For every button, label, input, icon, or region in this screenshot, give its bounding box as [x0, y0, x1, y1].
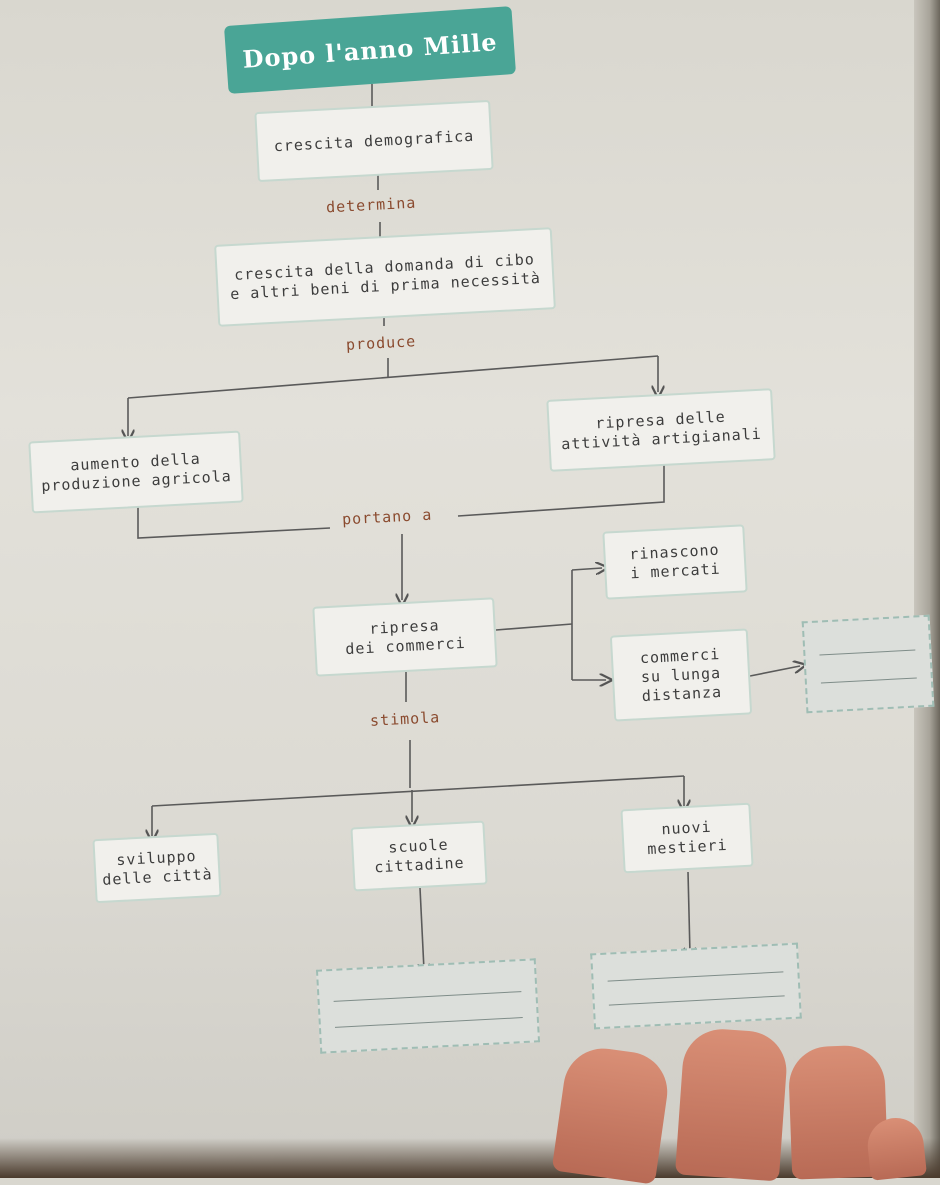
arrow-scuole-blank: [420, 887, 424, 970]
finger-2: [674, 1026, 790, 1182]
node-rinascono-mercati: rinascono i mercati: [602, 524, 748, 600]
blank-answer-box-scuole[interactable]: [315, 958, 541, 1054]
node-crescita-demografica: crescita demografica: [254, 99, 494, 183]
node-agricola-line2: produzione agricola: [40, 467, 233, 495]
line-artigianali-down: [457, 462, 665, 517]
line-commerci-right: [495, 623, 573, 631]
finger-1: [551, 1043, 673, 1185]
node-crescita-label: crescita demografica: [273, 126, 475, 155]
blank-answer-box-right[interactable]: [801, 614, 935, 714]
blank-answer-box-mestieri[interactable]: [590, 942, 802, 1030]
arrow-mestieri-blank: [688, 871, 690, 954]
blank-line: [819, 649, 916, 656]
blank-line: [820, 677, 917, 684]
node-mercati-line2: i mercati: [629, 559, 722, 583]
line-agricola-down: [137, 506, 331, 539]
node-attivita-artigianali: ripresa delle attività artigianali: [546, 388, 776, 472]
blank-line: [333, 991, 522, 1002]
branch-stimola: [151, 775, 685, 807]
branch-produce: [127, 355, 659, 399]
node-mestieri-line2: mestieri: [646, 835, 729, 859]
node-scuole-cittadine: scuole cittadine: [350, 820, 488, 892]
arrow-lunga-blank: [749, 666, 800, 677]
node-lunga-line3: distanza: [641, 682, 723, 705]
node-commerci-lunga-distanza: commerci su lunga distanza: [609, 628, 753, 722]
node-commerci-line2: dei commerci: [344, 633, 467, 659]
verb-stimola: stimola: [369, 708, 441, 730]
arrow-to-mercati: [571, 568, 602, 570]
blank-line: [334, 1017, 523, 1028]
book-page-edge: [914, 0, 940, 1178]
node-scuole-line2: cittadine: [373, 853, 466, 877]
node-artigianali-line2: attività artigianali: [560, 424, 763, 454]
blank-line: [608, 995, 785, 1006]
node-sviluppo-citta: sviluppo delle città: [92, 832, 222, 904]
verb-produce: produce: [345, 332, 417, 354]
blank-line: [607, 971, 784, 982]
page-bottom-shadow: [0, 1138, 940, 1178]
node-nuovi-mestieri: nuovi mestieri: [620, 802, 754, 874]
node-produzione-agricola: aumento della produzione agricola: [28, 430, 244, 514]
node-ripresa-commerci: ripresa dei commerci: [312, 597, 498, 677]
